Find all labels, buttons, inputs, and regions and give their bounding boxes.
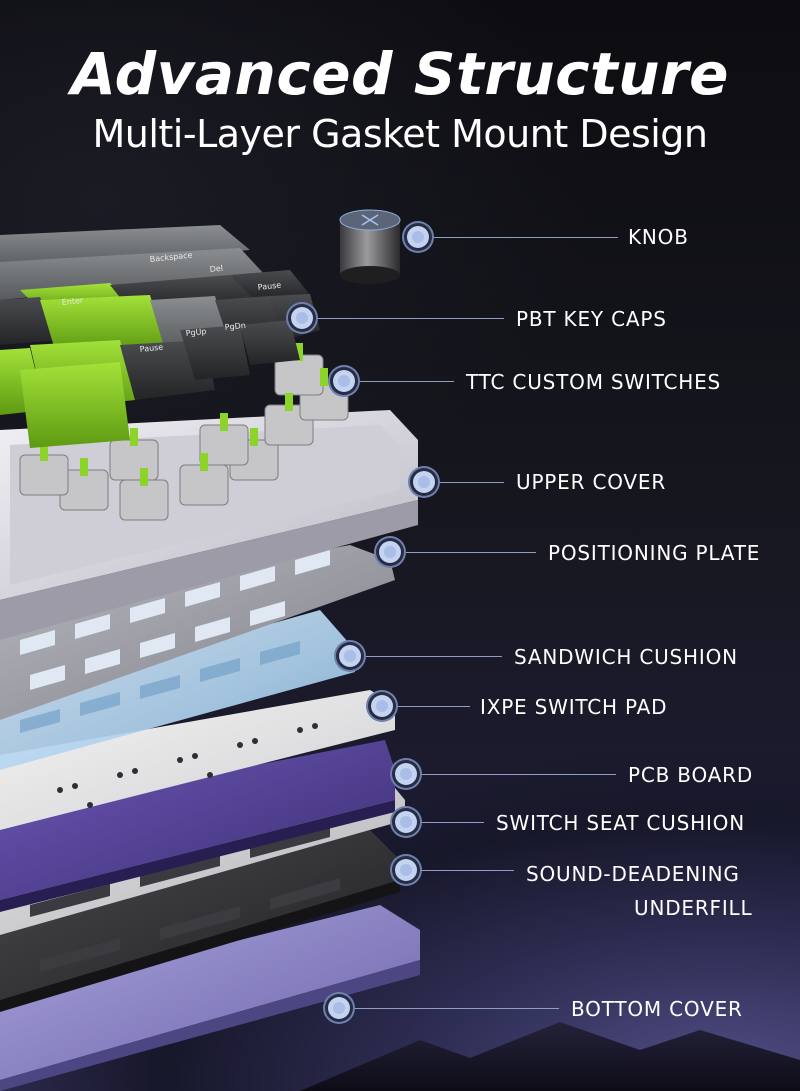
callout-dot	[291, 307, 313, 329]
callout-dot	[395, 811, 417, 833]
subheadline: Multi-Layer Gasket Mount Design	[92, 112, 708, 156]
callout-dot	[333, 370, 355, 392]
callout-line	[406, 870, 514, 871]
keycap-legend: PgDn	[224, 321, 246, 332]
keycap-legend: Enter	[61, 296, 84, 307]
callout-label-positioning-plate: POSITIONING PLATE	[548, 541, 761, 565]
keycap-legend: Pause	[139, 343, 163, 354]
callout-line	[418, 237, 618, 238]
callout-label-bottom-cover: BOTTOM COVER	[571, 997, 743, 1021]
callout-line	[390, 552, 536, 553]
knob-part	[339, 209, 401, 284]
callout-line	[350, 656, 502, 657]
callout-label-ixpe-pad: IXPE SWITCH PAD	[480, 695, 668, 719]
pcb-layer	[0, 740, 395, 912]
callout-label-sandwich-cushion: SANDWICH CUSHION	[514, 645, 738, 669]
keycap-legend: Del	[209, 264, 223, 274]
callout-dot	[395, 763, 417, 785]
callout-dot	[395, 859, 417, 881]
bottom-cover-layer	[0, 905, 420, 1091]
callout-label-pcb: PCB BOARD	[628, 763, 754, 787]
switch-array	[19, 343, 349, 521]
callout-line	[406, 774, 616, 775]
callout-dot	[413, 471, 435, 493]
sandwich-cushion-layer	[0, 610, 355, 770]
callout-label-seat-cushion: SWITCH SEAT CUSHION	[496, 811, 745, 835]
keycap-array: Enter Pause PgDn PgUp Backspace Del Paus…	[0, 225, 320, 448]
underfill-layer	[0, 830, 400, 1012]
keycap-legend: PgUp	[185, 327, 207, 338]
callout-label-knob: KNOB	[628, 225, 689, 249]
callout-dot	[371, 695, 393, 717]
callout-line	[406, 822, 484, 823]
callout-line	[424, 482, 504, 483]
callout-label-keycaps: PBT KEY CAPS	[516, 307, 667, 331]
callout-line	[339, 1008, 559, 1009]
keycap-legend: Backspace	[149, 251, 193, 264]
callout-label-upper-cover: UPPER COVER	[516, 470, 667, 494]
callout-label-underfill: SOUND-DEADENING	[526, 862, 740, 886]
callout-line	[302, 318, 504, 319]
callout-dot	[328, 997, 350, 1019]
ixpe-pad-layer	[0, 690, 395, 830]
keycap-legend: Pause	[257, 281, 281, 292]
callout-line	[344, 381, 454, 382]
callout-line	[382, 706, 470, 707]
callout-dot	[379, 541, 401, 563]
callout-label-underfill-line2: UNDERFILL	[634, 896, 753, 920]
callout-dot	[339, 645, 361, 667]
mountain-silhouette	[300, 1022, 800, 1091]
positioning-plate-layer	[0, 545, 395, 720]
callout-label-switches: TTC CUSTOM SWITCHES	[466, 370, 722, 394]
callout-dot	[407, 226, 429, 248]
headline: Advanced Structure	[70, 40, 730, 108]
